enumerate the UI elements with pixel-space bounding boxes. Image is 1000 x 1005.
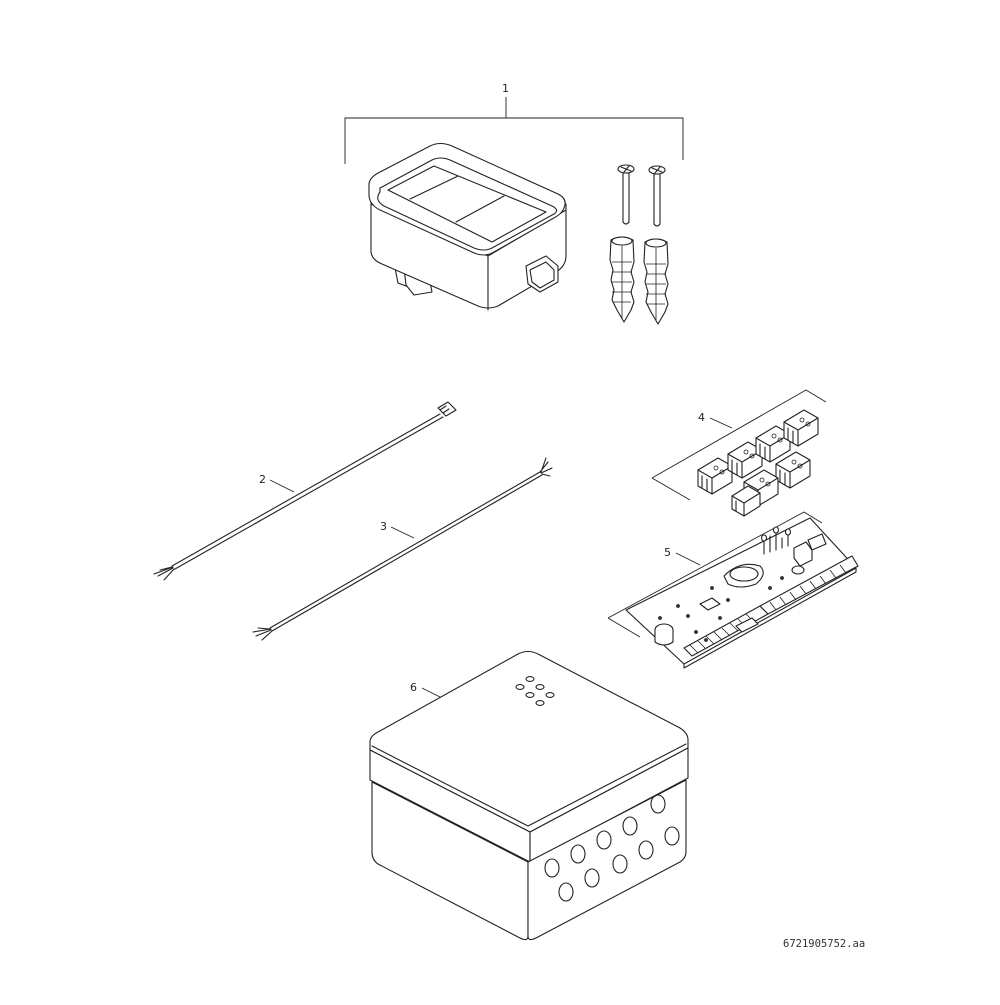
callout-2: 2 <box>259 473 266 486</box>
item-2-cable: 2 <box>153 401 457 581</box>
item-4-terminal-plugs: 4 <box>651 389 827 517</box>
anchor-left <box>609 236 635 323</box>
callout-5-leader <box>675 552 701 566</box>
item-4-tray-outline <box>651 389 827 501</box>
item-1-group: 1 <box>344 82 684 325</box>
screw-right <box>648 165 666 227</box>
pcb-board <box>625 517 859 669</box>
cable-3-wire <box>269 471 541 629</box>
cable-3-stripped-end-bottom <box>252 627 273 641</box>
callout-1-bracket <box>344 97 684 164</box>
cable-2-stripped-end <box>153 566 175 581</box>
callout-3: 3 <box>380 520 387 533</box>
drawing-reference-code: 6721905752.aa <box>783 938 865 950</box>
screw-left <box>617 164 635 225</box>
cable-2-plug <box>437 401 457 417</box>
cable-3-stripped-end-top <box>539 457 553 477</box>
item-6-junction-box: 6 <box>369 650 689 941</box>
sensor-housing <box>368 142 567 311</box>
item-5-circuit-board: 5 <box>607 511 859 669</box>
callout-4: 4 <box>698 411 705 424</box>
item-5-tray-outline <box>607 511 823 638</box>
callout-3-leader <box>390 526 415 539</box>
junction-box-body <box>369 650 689 941</box>
callout-2-leader <box>269 479 295 493</box>
knockout-holes <box>544 794 680 902</box>
cable-2-wire <box>171 413 441 567</box>
terminal-plug-connectors <box>697 409 819 517</box>
callout-5: 5 <box>664 546 671 559</box>
lid-vent-holes <box>515 676 555 706</box>
callout-4-leader <box>709 417 733 429</box>
anchor-right <box>643 238 669 325</box>
callout-6: 6 <box>410 681 417 694</box>
callout-1: 1 <box>502 82 509 95</box>
item-3-cable: 3 <box>252 457 553 641</box>
